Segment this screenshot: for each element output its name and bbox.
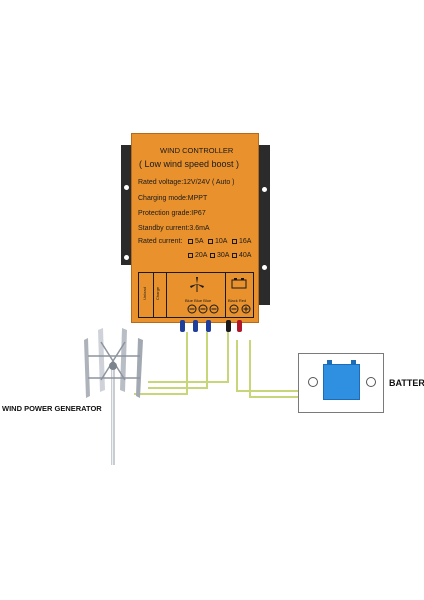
checkbox-icon [210,252,215,258]
unload-label: Unload [141,287,147,300]
battery-block [323,364,360,400]
mounting-hole [262,187,267,192]
terminal-divider [225,273,226,317]
wire-battery-negative-h [236,390,298,392]
wind-controller-unit: WIND CONTROLLER ( Low wind speed boost )… [131,133,259,323]
checkbox-icon [232,252,237,258]
terminal-panel: Unload Charge Blue Blue Blue Black Red [138,272,254,318]
battery-terminal [327,360,332,364]
battery-terminal-labels: Black Red [228,298,247,303]
controller-title: WIND CONTROLLER [160,146,234,155]
terminal-divider [166,273,167,317]
wire-phase-3 [227,332,229,382]
standby-current: Standby current:3.6mA [138,225,210,232]
checkbox-icon [232,238,237,244]
battery-terminals [229,304,251,314]
wind-generator-label: WIND POWER GENERATOR [2,404,102,413]
mounting-hole [262,265,267,270]
battery-icon [231,278,247,289]
current-option-16a: 16A [232,238,251,245]
battery-terminal [351,360,356,364]
vertical-axis-wind-turbine [84,328,143,465]
wire-battery-positive-h [249,396,298,398]
battery-mount-hole [366,377,376,387]
checkbox-icon [188,238,193,244]
wire-phase-3-h [148,381,229,383]
wire-phase-1-h [134,393,188,395]
charging-mode: Charging mode:MPPT [138,195,208,202]
battery-panel [298,353,384,413]
rated-voltage: Rated voltage:12V/24V ( Auto ) [138,179,235,186]
mounting-hole [124,255,129,260]
mounting-hole [124,185,129,190]
battery-mount-hole [308,377,318,387]
wire-battery-positive [249,340,251,398]
checkbox-icon [188,252,193,258]
current-option-5a: 5A [188,238,204,245]
controller-subtitle: ( Low wind speed boost ) [139,159,240,169]
wind-turbine-icon [190,277,204,292]
left-mounting-bracket [121,145,133,265]
current-option-40a: 40A [232,252,251,259]
wire-phase-2 [206,332,208,388]
terminal-divider [153,273,154,317]
wire-battery-negative [236,340,238,392]
charge-label: Charge [155,286,161,301]
current-option-10a: 10A [208,238,227,245]
protection-grade: Protection grade:IP67 [138,210,206,217]
battery-label: BATTERY [389,378,424,388]
wind-phase-labels: Blue Blue Blue [185,298,212,303]
right-mounting-bracket [258,145,270,305]
wire-phase-2-h [148,387,208,389]
wire-phase-1 [186,332,188,394]
checkbox-icon [208,238,213,244]
current-option-30a: 30A [210,252,229,259]
current-option-20a: 20A [188,252,207,259]
rated-current-label: Rated current: [138,238,183,245]
wind-input-terminals [187,304,219,314]
cable-stubs [180,320,242,332]
